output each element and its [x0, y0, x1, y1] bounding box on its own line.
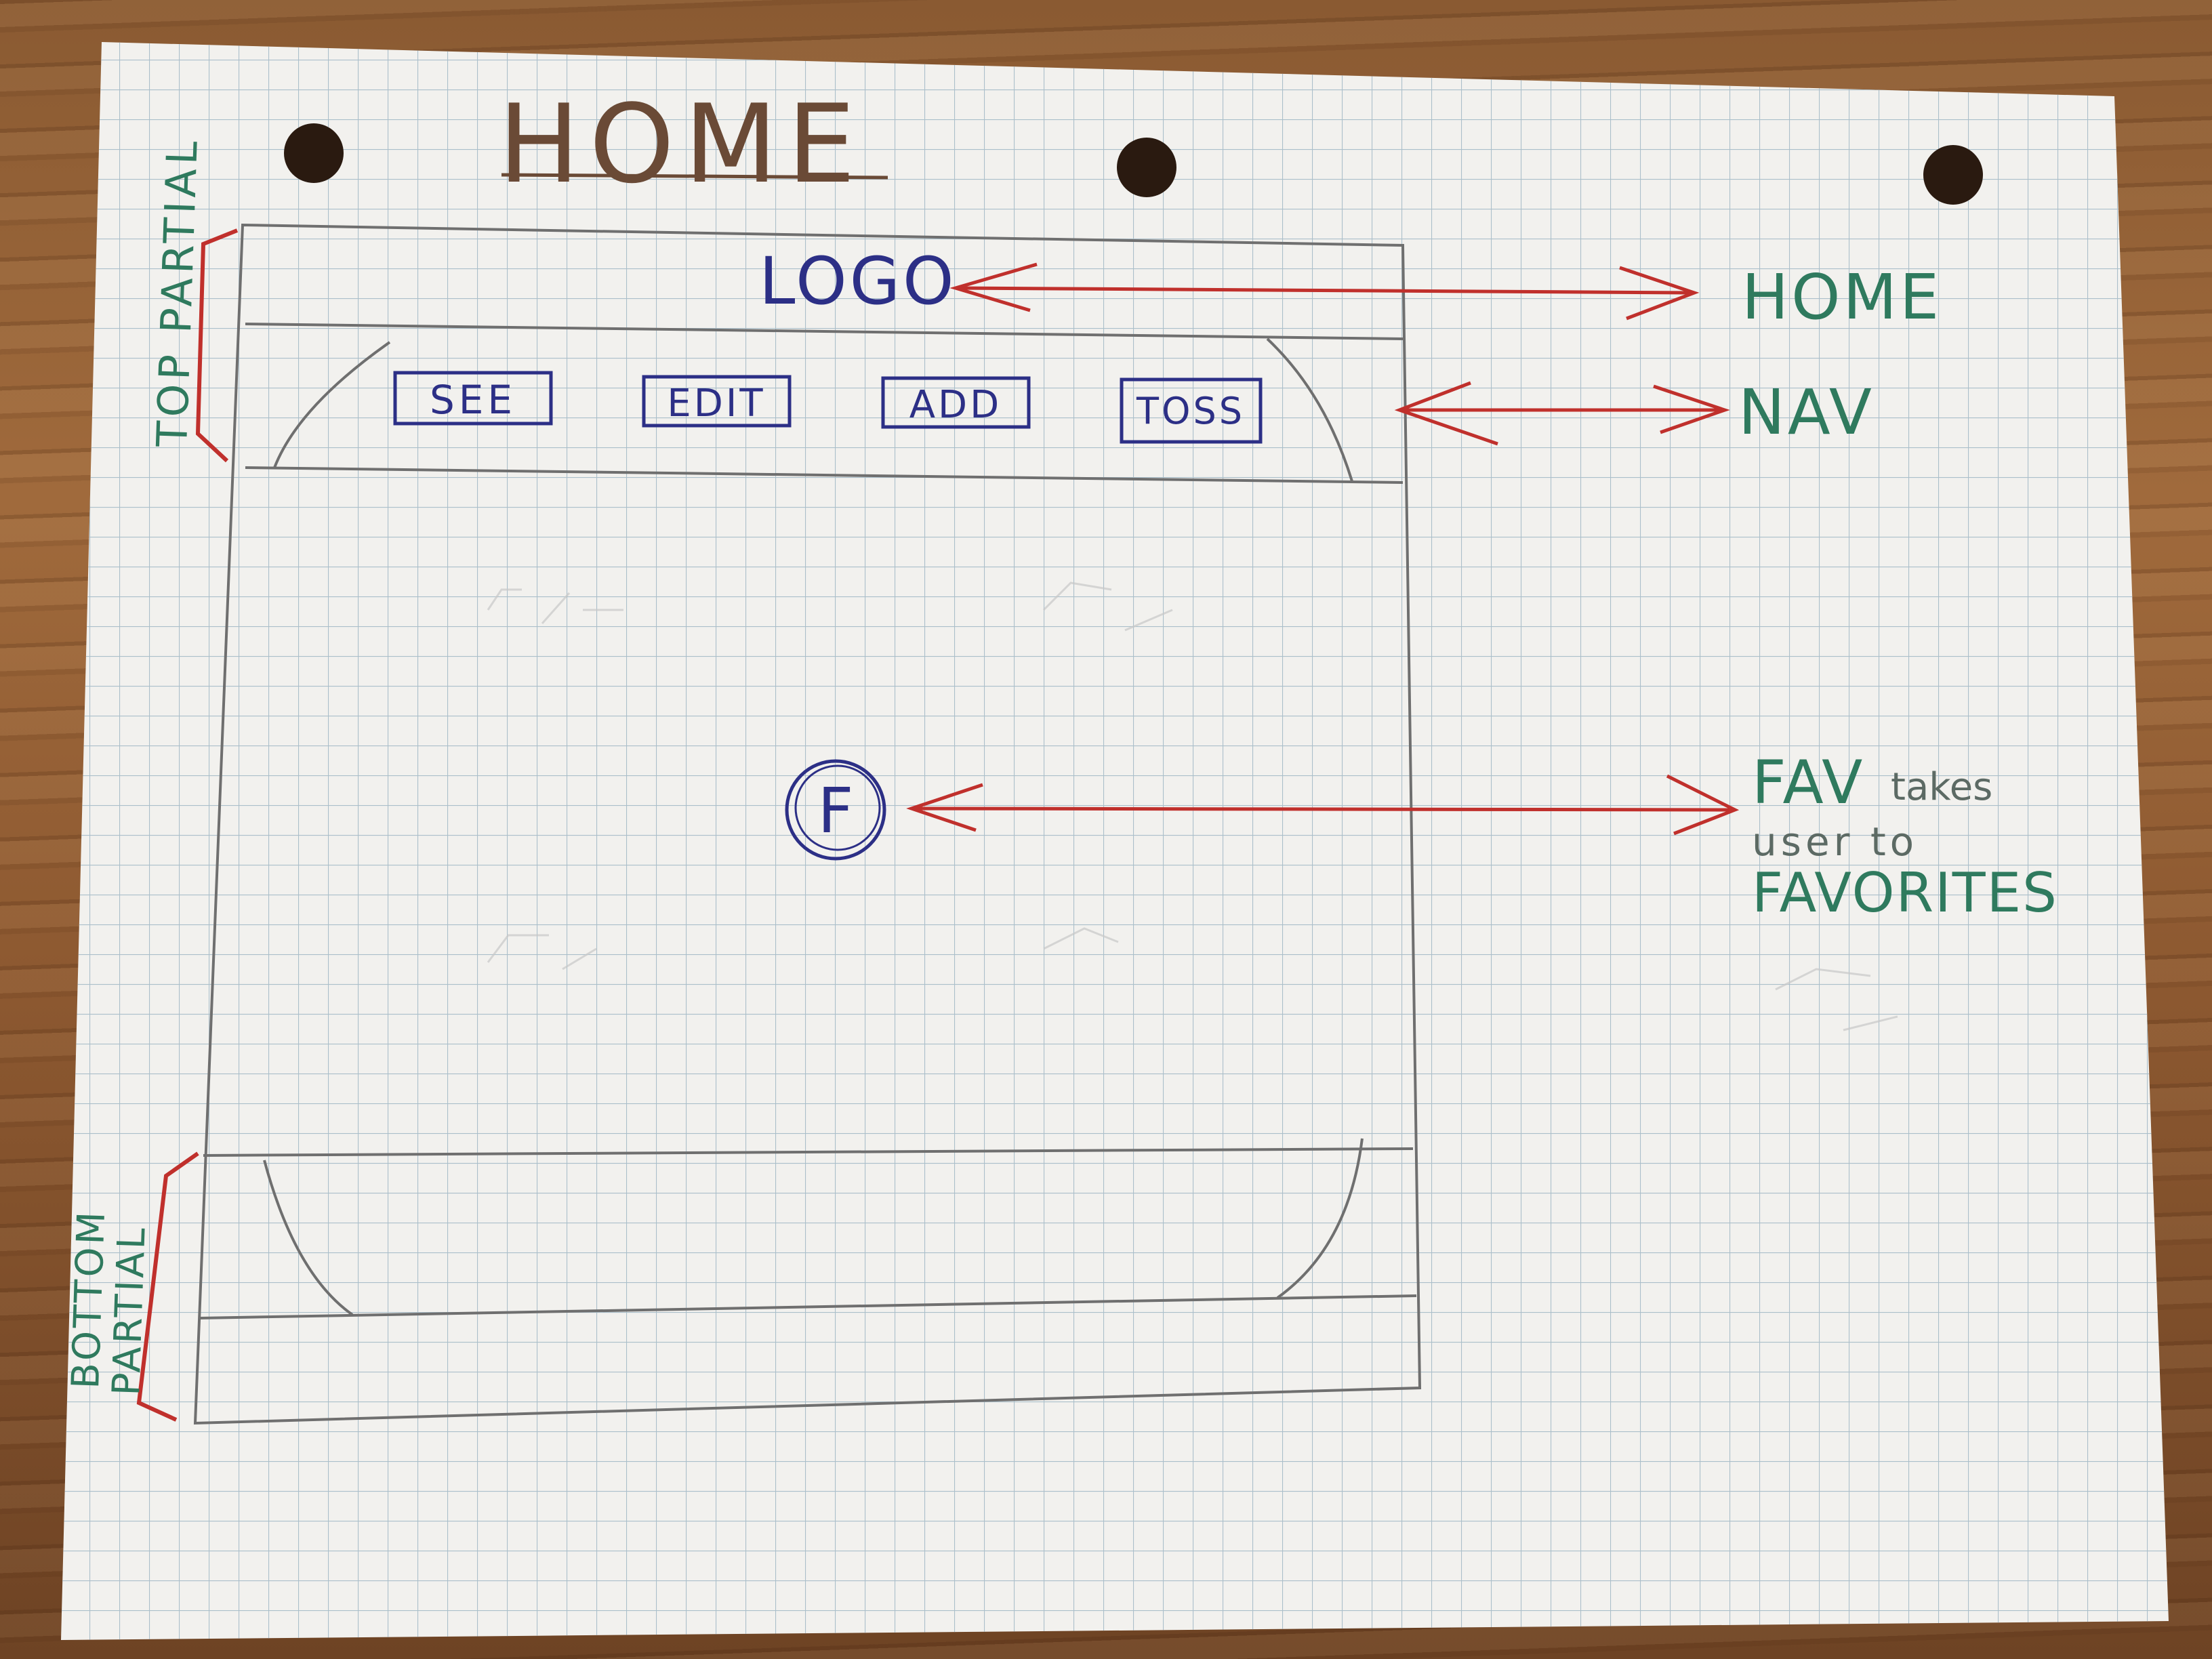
page-title: HOME — [498, 81, 865, 207]
nav-button-edit-label: EDIT — [667, 382, 765, 426]
nav-button-toss[interactable]: TOSS — [1120, 377, 1263, 444]
arrow-fav — [906, 774, 1740, 836]
top-partial-label: TOP PARTIAL — [147, 136, 207, 449]
top-partial-bracket — [195, 228, 239, 463]
page-title-underline — [501, 173, 888, 180]
logo-text: LOGO — [759, 243, 957, 319]
annotation-fav: FAV takes user to FAVORITES — [1752, 747, 2058, 924]
annotation-home: HOME — [1742, 261, 1942, 333]
annotation-fav-line1: FAV — [1752, 747, 1864, 817]
bottom-partial-label-line1: BOTTOM — [64, 1208, 114, 1389]
bottom-partial-bracket — [136, 1151, 199, 1422]
nav-bar: SEE EDIT ADD TOSS — [393, 371, 1263, 444]
bottom-partial-label-line2: PARTIAL — [104, 1225, 155, 1397]
partial-brackets — [136, 228, 239, 1422]
nav-button-edit[interactable]: EDIT — [642, 375, 792, 428]
arrow-nav — [1394, 381, 1730, 446]
arrow-logo-to-home — [949, 262, 1700, 321]
erased-pencil-marks — [487, 581, 1898, 1031]
annotation-arrows — [906, 262, 1740, 836]
nav-button-see[interactable]: SEE — [393, 371, 553, 426]
binder-hole-right — [1923, 145, 1983, 205]
nav-button-add[interactable]: ADD — [881, 376, 1031, 429]
nav-button-add-label: ADD — [909, 383, 1002, 427]
wireframe-outline — [193, 223, 1422, 1425]
annotation-fav-line2: user to — [1752, 819, 1918, 865]
nav-button-toss-label: TOSS — [1136, 390, 1245, 432]
annotation-fav-takes: takes — [1891, 765, 1992, 809]
annotation-fav-line3: FAVORITES — [1752, 861, 2058, 924]
nav-button-see-label: SEE — [430, 377, 516, 423]
fav-icon-letter: F — [818, 775, 854, 847]
binder-hole-middle — [1117, 138, 1176, 197]
fav-button[interactable]: F — [785, 759, 886, 861]
graph-paper-sheet — [61, 42, 2169, 1640]
binder-hole-left — [284, 123, 344, 183]
annotation-nav: NAV — [1738, 376, 1875, 449]
